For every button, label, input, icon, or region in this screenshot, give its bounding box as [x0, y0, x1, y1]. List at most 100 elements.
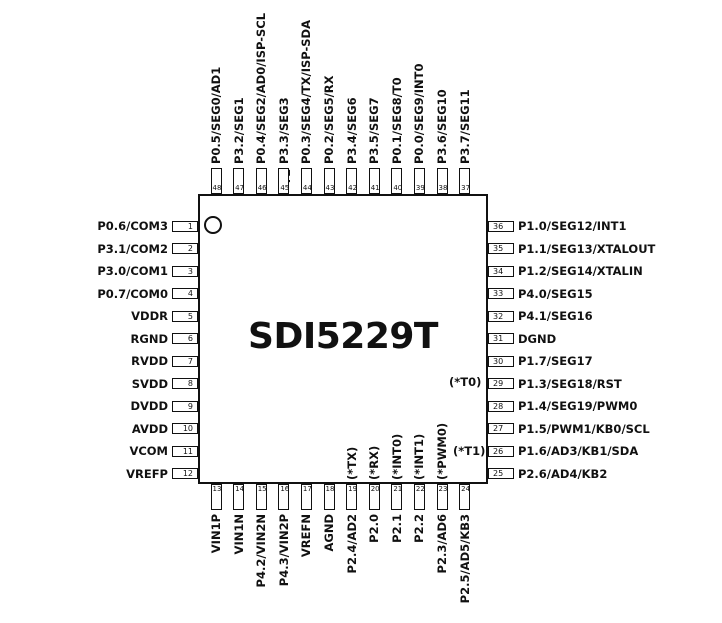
pin-47: 47	[233, 168, 245, 194]
pin-number: 14	[235, 485, 245, 493]
pin-number: 42	[348, 184, 358, 192]
pin-number: 25	[493, 469, 504, 478]
pin-number: 38	[438, 184, 448, 192]
pin-number: 10	[182, 424, 193, 433]
pin-label-25: P2.6/AD4/KB2	[518, 466, 608, 481]
pin-label-33: P4.0/SEG15	[518, 286, 593, 301]
pin-4: 4	[172, 288, 198, 299]
pin-label-7: RVDD	[131, 354, 168, 368]
pin-number: 23	[438, 485, 448, 493]
pin-number: 39	[415, 184, 425, 192]
pin-label-48: P0.5/SEG0/AD1	[209, 66, 223, 164]
pin-label-42: P3.4/SEG6	[344, 97, 359, 164]
pin-19: 19	[346, 484, 358, 510]
pin-number: 33	[493, 289, 504, 298]
pin-number: 7	[187, 356, 193, 366]
pin-12: 12	[172, 468, 198, 479]
pin-label-16: P4.3/VIN2P	[276, 514, 291, 587]
pin-number: 26	[493, 446, 504, 456]
pin-number: 44	[302, 184, 312, 192]
pin-label-46: P0.4/SEG2/AD0/ISP-SCL	[254, 12, 269, 164]
pin-note-21: (*INT0)	[389, 433, 404, 480]
pin-45: 45	[278, 168, 290, 194]
pin-label-31: DGND	[518, 331, 557, 346]
pin-label-40: P0.1/SEG8/T0	[389, 77, 404, 164]
pin-number: 36	[493, 221, 504, 231]
pin-label-9: DVDD	[130, 399, 168, 413]
pin-number: 45	[280, 184, 290, 192]
pin-34: 34	[488, 265, 514, 277]
chip-name: SDI5229T	[248, 316, 438, 357]
pin-14: 14	[233, 484, 245, 510]
pin-number: 27	[493, 424, 504, 433]
pin-18: 18	[323, 484, 335, 510]
pin-label-11: VCOM	[129, 444, 168, 458]
pin-number: 5	[187, 311, 193, 321]
pin-number: 24	[461, 485, 471, 493]
pin-6: 6	[172, 333, 198, 344]
pin-number: 17	[302, 485, 312, 493]
pin-number: 31	[493, 334, 504, 343]
pin-label-47: P3.2/SEG1	[231, 97, 246, 164]
pin-1: 1	[172, 220, 198, 232]
pin-16: 16	[278, 484, 290, 510]
pin-note-23: (*PWM0)	[435, 422, 449, 480]
note-t0-right: (*T0)	[449, 375, 482, 389]
pin-number: 48	[212, 184, 222, 192]
pin-35: 35	[488, 243, 514, 254]
pin-17: 17	[300, 484, 312, 510]
pin-number: 19	[348, 485, 358, 493]
pin-37: 37	[459, 168, 471, 194]
pin-2: 2	[172, 243, 198, 254]
pin-label-43: P0.2/SEG5/RX	[322, 75, 336, 164]
pin-number: 6	[187, 334, 193, 343]
pin-3: 3	[172, 265, 198, 277]
pin-label-24: P2.5/AD5/KB3	[457, 514, 472, 604]
pin-label-4: P0.7/COM0	[97, 286, 168, 301]
pin-label-10: AVDD	[131, 421, 168, 436]
pin-25: 25	[488, 468, 514, 479]
pin-label-32: P4.1/SEG16	[518, 309, 593, 323]
pin-label-6: RGND	[130, 331, 168, 346]
pin-number: 16	[280, 485, 290, 493]
pin-15: 15	[255, 484, 267, 510]
pin-note-22: (*INT1)	[412, 433, 427, 480]
pin-label-18: AGND	[322, 514, 336, 552]
pin-number: 12	[182, 469, 193, 478]
pin-number: 43	[325, 184, 335, 192]
pin-number: 22	[415, 485, 425, 493]
pin-label-14: VIN1N	[231, 514, 246, 555]
pin-label-45: P3.3/SEG3	[276, 97, 291, 164]
pin-label-21: P2.1	[389, 514, 404, 543]
pin-label-37: P3.7/SEG11	[457, 89, 472, 164]
pin-32: 32	[488, 310, 514, 322]
pin-number: 4	[187, 289, 193, 298]
pin-number: 35	[493, 244, 504, 253]
pin-label-26: P1.6/AD3/KB1/SDA	[518, 444, 639, 458]
pin-13: 13	[210, 484, 222, 510]
pin-number: 28	[493, 401, 504, 411]
pin-number: 11	[182, 446, 193, 456]
pin-30: 30	[488, 355, 514, 367]
pin-note-19: (*TX)	[344, 446, 359, 480]
pin-label-12: VREFP	[126, 466, 168, 481]
pin-label-1: P0.6/COM3	[97, 219, 168, 233]
pin-number: 32	[493, 311, 504, 321]
pin-number: 13	[212, 485, 222, 493]
pin-label-19: P2.4/AD2	[344, 514, 359, 574]
pin-number: 18	[325, 485, 335, 493]
pin-number: 2	[187, 244, 193, 253]
pin-label-35: P1.1/SEG13/XTALOUT	[518, 241, 656, 256]
pin-31: 31	[488, 333, 514, 344]
pin-number: 9	[187, 401, 193, 411]
pin-22: 22	[413, 484, 425, 510]
pin1-marker-icon	[204, 216, 222, 234]
pin-label-30: P1.7/SEG17	[518, 354, 593, 368]
pin-number: 46	[257, 184, 267, 192]
pin-label-28: P1.4/SEG19/PWM0	[518, 399, 638, 413]
pin-28: 28	[488, 400, 514, 412]
pin-24: 24	[459, 484, 471, 510]
pin-label-15: P4.2/VIN2N	[254, 514, 269, 588]
pin-11: 11	[172, 445, 198, 457]
